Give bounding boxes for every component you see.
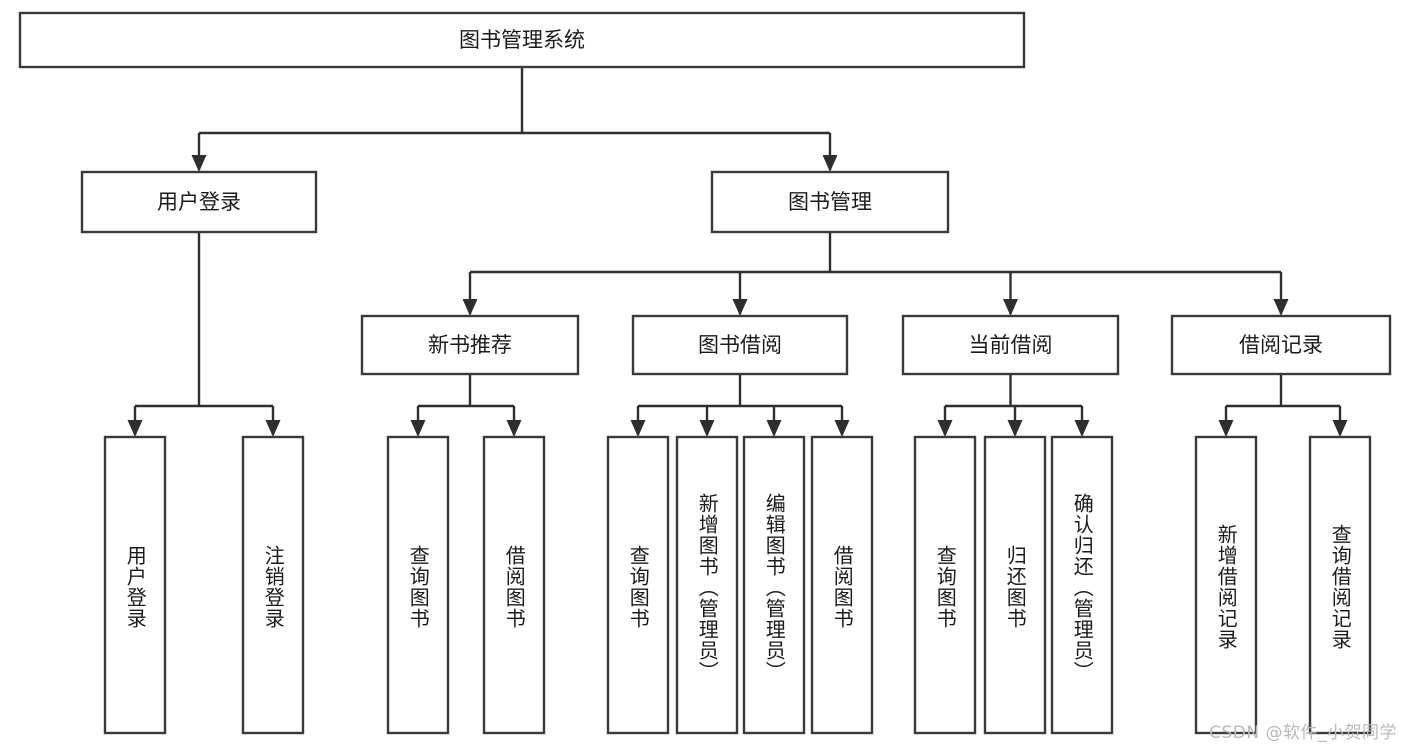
node-leaf-query-books-borrow[interactable] [606,435,670,735]
node-box-leaf-query-borrow-record [1308,435,1372,735]
watermark-text: CSDN @软件_小贺同学 [1209,723,1397,743]
node-box-book-borrow [631,314,849,376]
node-current-borrow[interactable]: 当前借阅 [901,314,1120,376]
node-book-borrow[interactable]: 图书借阅 [631,314,849,376]
node-label-root: 图书管理系统 [459,28,585,52]
arrow-head-icon [822,155,838,172]
arrow-head-icon [699,420,715,437]
node-leaf-borrow-books-recommend[interactable] [482,435,546,735]
connectors-layer [127,67,1348,437]
node-box-leaf-edit-book [742,435,806,735]
arrow-head-icon [265,420,281,437]
node-box-leaf-logout [241,435,305,735]
arrow-head-icon [937,420,953,437]
node-box-leaf-query-books-recommend [386,435,450,735]
node-leaf-add-borrow-record[interactable] [1194,435,1258,735]
node-leaf-edit-book[interactable] [742,435,806,735]
node-box-user-login [80,170,318,234]
node-label-user-login: 用户登录 [157,190,241,214]
arrow-head-icon [1003,299,1018,316]
node-box-leaf-add-book [675,435,739,735]
node-box-leaf-borrow-books-recommend [482,435,546,735]
node-root[interactable]: 图书管理系统 [18,11,1026,69]
node-box-leaf-confirm-return [1050,435,1114,735]
arrow-head-icon [1007,420,1023,437]
node-box-leaf-return-book [983,435,1047,735]
node-user-login[interactable]: 用户登录 [80,170,318,234]
node-book-management[interactable]: 图书管理 [710,170,950,234]
node-leaf-query-books-recommend[interactable] [386,435,450,735]
node-leaf-confirm-return[interactable] [1050,435,1114,735]
arrow-head-icon [506,420,522,437]
node-label-book-management: 图书管理 [788,190,872,214]
node-label-current-borrow: 当前借阅 [969,333,1053,357]
arrow-head-icon [834,420,850,437]
node-label-borrow-record: 借阅记录 [1239,333,1323,357]
node-label-new-book-recommend: 新书推荐 [428,333,512,357]
node-box-borrow-record [1170,314,1392,376]
node-box-leaf-query-books-current [913,435,977,735]
node-leaf-return-book[interactable] [983,435,1047,735]
node-leaf-query-books-current[interactable] [913,435,977,735]
node-box-leaf-user-login [103,435,167,735]
node-box-leaf-query-books-borrow [606,435,670,735]
node-new-book-recommend[interactable]: 新书推荐 [360,314,580,376]
arrow-head-icon [127,420,143,437]
node-box-root [18,11,1026,69]
node-leaf-borrow-book[interactable] [810,435,874,735]
arrow-head-icon [1273,299,1289,316]
node-leaf-logout[interactable] [241,435,305,735]
node-box-leaf-add-borrow-record [1194,435,1258,735]
node-leaf-user-login[interactable] [103,435,167,735]
node-leaf-query-borrow-record[interactable] [1308,435,1372,735]
arrow-head-icon [191,155,207,172]
arrow-head-icon [1074,420,1090,437]
arrow-head-icon [410,420,426,437]
node-borrow-record[interactable]: 借阅记录 [1170,314,1392,376]
arrow-head-icon [1218,420,1234,437]
arrow-head-icon [766,420,782,437]
node-box-book-management [710,170,950,234]
node-label-book-borrow: 图书借阅 [698,333,782,357]
arrow-head-icon [630,420,646,437]
node-box-new-book-recommend [360,314,580,376]
node-box-leaf-borrow-book [810,435,874,735]
arrow-head-icon [1332,420,1348,437]
arrow-head-icon [462,299,478,316]
arrow-head-icon [732,299,748,316]
node-leaf-add-book[interactable] [675,435,739,735]
node-box-current-borrow [901,314,1120,376]
